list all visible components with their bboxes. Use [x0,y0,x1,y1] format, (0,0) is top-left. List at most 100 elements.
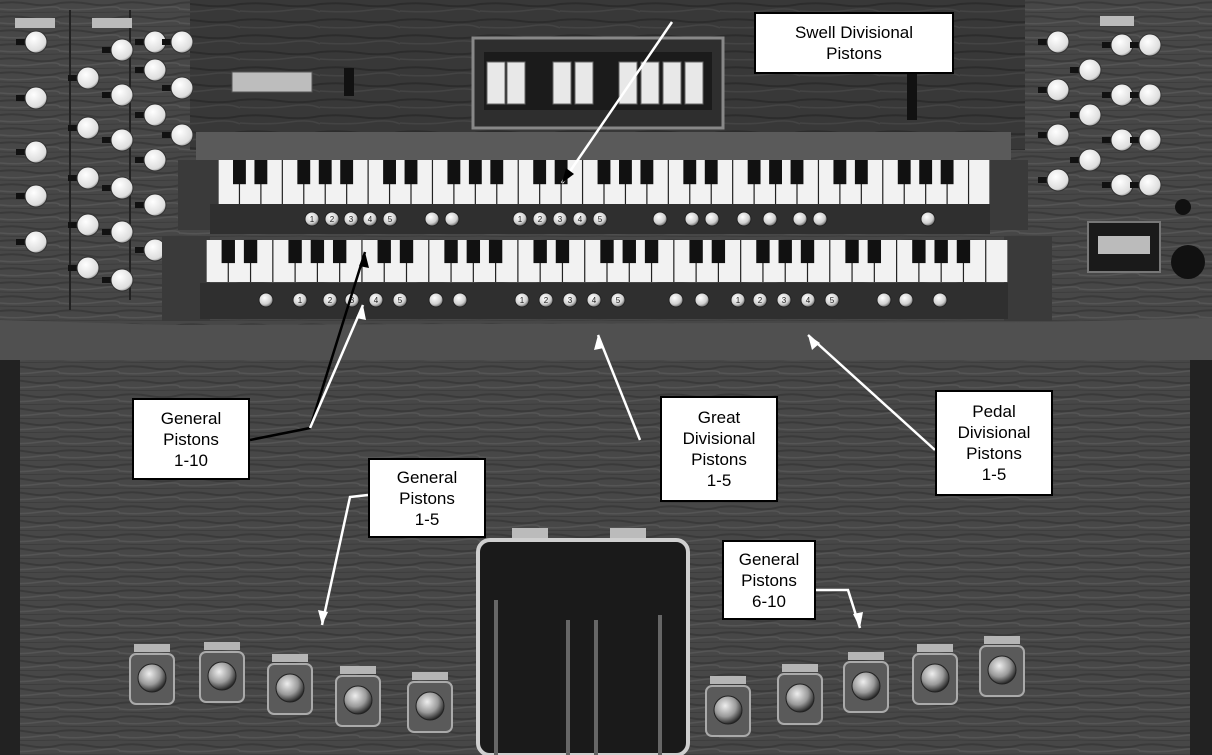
toe-stud [777,664,823,725]
piston-button: 2 [532,211,548,227]
piston-button: 4 [800,292,816,308]
black-key [622,240,636,264]
drawknob [162,30,194,54]
coupler-tablet [684,61,704,105]
callout-line: General [160,408,222,428]
callout-line: Pistons [966,444,1022,463]
upper-key-slip [196,132,1011,160]
piston-button [792,211,808,227]
piston-button [876,292,892,308]
piston-button: 4 [572,211,588,227]
black-key [332,240,347,264]
black-key [683,160,697,185]
drawknob [1130,83,1162,107]
black-key [934,240,948,264]
right-drawknobs [1038,30,1162,197]
black-key [555,240,570,264]
drawknob [1102,128,1134,152]
drawknob [68,166,100,190]
piston-button: 1 [292,292,308,308]
drawknob [16,30,48,54]
drawknob [102,83,134,107]
piston-number: 4 [368,215,373,224]
black-key [533,240,547,264]
piston-button [736,211,752,227]
black-key [854,160,868,185]
callout-line: Pedal [972,402,1016,421]
piston-number: 1 [520,296,525,305]
toe-stud [843,652,889,713]
piston-button [704,211,720,227]
piston-number: 4 [592,296,597,305]
piston-button [668,292,684,308]
black-key [919,160,933,185]
black-key [233,160,246,185]
callout-line: Pistons [826,44,882,63]
black-key [377,240,391,264]
drawknob [16,86,48,110]
drawknob [135,148,167,172]
black-key [288,240,302,264]
black-key [747,160,761,185]
arrow-pedal [807,334,936,451]
piston-button: 5 [592,211,608,227]
coupler-tablet [662,61,682,105]
black-key [490,160,504,185]
piston-number: 2 [330,215,335,224]
piston-button [694,292,710,308]
toe-stud [335,666,381,727]
piston-number: 3 [568,296,573,305]
piston-number: 4 [806,296,811,305]
drawknob [102,176,134,200]
piston-button [428,292,444,308]
piston-number: 2 [544,296,549,305]
piston-button: 3 [776,292,792,308]
toe-stud [979,636,1025,697]
piston-button: 1 [514,292,530,308]
toggle-switch [344,68,354,96]
black-key [310,240,325,264]
callout-line: Great [697,408,741,427]
piston-button [684,211,700,227]
expression-pedal-alcove [476,538,690,755]
piston-number: 1 [298,296,303,305]
piston-button: 5 [610,292,626,308]
piston-number: 5 [398,296,403,305]
callout-line: 1-5 [706,471,732,490]
callout-line: General [396,467,458,487]
toe-stud [267,654,313,715]
drawknob [102,220,134,244]
callout-line: General [738,549,800,569]
black-key [221,240,235,264]
black-key [404,160,418,185]
drawknob [102,128,134,152]
drawknob [1130,173,1162,197]
black-key [778,240,792,264]
black-key [833,160,847,185]
piston-button [258,292,274,308]
callout-line: 6-10 [751,591,787,611]
black-key [399,240,414,264]
piston-button [812,211,828,227]
drawknob [1130,128,1162,152]
black-key [383,160,396,185]
arrow-general-1-10-b [308,304,365,429]
drawknob [135,103,167,127]
piston-button: 1 [730,292,746,308]
piston-number: 2 [758,296,763,305]
drawknob [1070,148,1102,172]
black-key [600,240,614,264]
arrow-heads [318,168,863,628]
drawknob [135,58,167,82]
piston-number: 2 [538,215,543,224]
black-key [297,160,311,185]
callout-line: 1-5 [981,465,1007,484]
black-key [340,160,354,185]
black-key [597,160,611,185]
black-key [800,240,815,264]
piston-button: 2 [752,292,768,308]
